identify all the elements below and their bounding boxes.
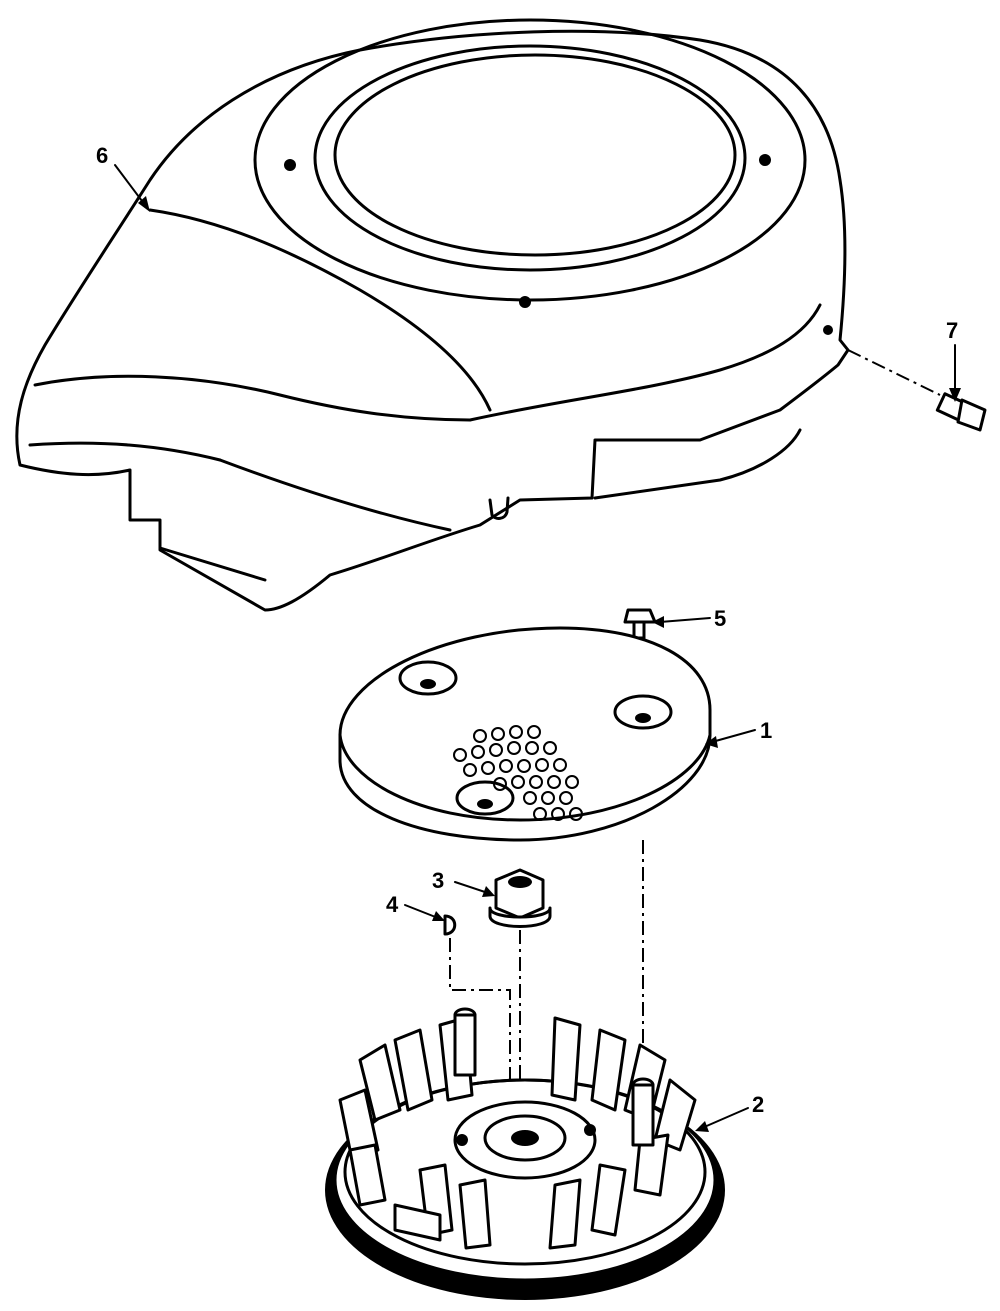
callout-labels: 6 7 5 1 3 4 2 [96,143,958,1117]
callout-6: 6 [96,143,108,168]
flywheel-key [443,914,511,1120]
callout-3: 3 [432,868,444,893]
flywheel-nut [488,868,552,1140]
rotating-screen [338,626,712,1075]
callout-2: 2 [752,1092,764,1117]
callout-7: 7 [946,318,958,343]
housing-bolt [847,349,987,432]
callout-4: 4 [386,892,399,917]
callout-5: 5 [714,606,726,631]
flywheel [325,1007,725,1300]
leader-lines [114,164,961,1132]
blower-housing [15,18,850,612]
callout-1: 1 [760,718,772,743]
